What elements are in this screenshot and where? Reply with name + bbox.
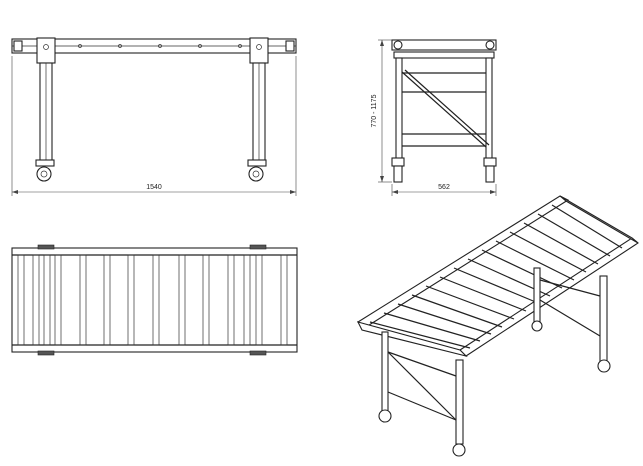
side-view: 770 - 1175 562: [371, 39, 497, 196]
front-right-leg: [247, 37, 269, 182]
width-dimension: 562: [438, 184, 450, 191]
length-dimension: 1540: [146, 184, 162, 191]
front-view: 1540: [11, 37, 297, 196]
isometric-view: [356, 195, 639, 457]
front-left-leg: [35, 37, 56, 182]
top-view-rollers: [17, 254, 288, 346]
top-view: [11, 244, 298, 356]
isometric-rollers: [369, 204, 623, 349]
height-dimension: 770 - 1175: [371, 94, 378, 127]
